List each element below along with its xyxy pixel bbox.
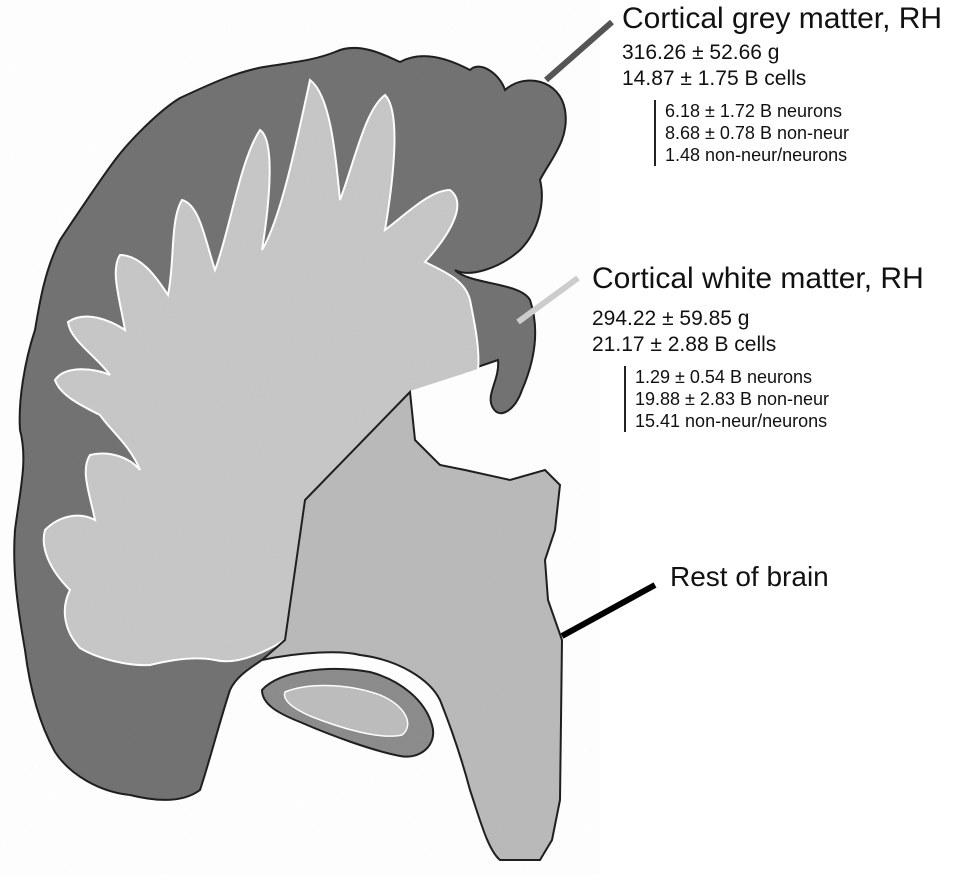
grey-matter-leader-line: [544, 19, 614, 83]
white-matter-neurons: 1.29 ± 0.54 B neurons: [635, 367, 813, 387]
grey-matter-details: 6.18 ± 1.72 B neurons 8.68 ± 0.78 B non-…: [654, 100, 942, 166]
grey-matter-mass: 316.26 ± 52.66 g: [622, 41, 780, 64]
grey-matter-neurons: 6.18 ± 1.72 B neurons: [665, 101, 843, 121]
grey-matter-title: Cortical grey matter, RH: [622, 2, 943, 35]
rest-of-brain-label: Rest of brain: [670, 560, 829, 594]
white-matter-non-neurons: 19.88 ± 2.83 B non-neur: [635, 389, 830, 409]
grey-matter-ratio: 1.48 non-neur/neurons: [665, 145, 848, 165]
white-matter-label: Cortical white matter, RH 294.22 ± 59.85…: [592, 262, 924, 432]
white-matter-ratio: 15.41 non-neur/neurons: [635, 411, 828, 431]
rest-of-brain-leader-line: [560, 582, 657, 639]
white-matter-mass: 294.22 ± 59.85 g: [592, 307, 750, 330]
white-matter-title: Cortical white matter, RH: [592, 262, 924, 295]
white-matter-leader-line: [516, 275, 580, 325]
grey-matter-cells: 14.87 ± 1.75 B cells: [622, 67, 807, 90]
grey-matter-non-neurons: 8.68 ± 0.78 B non-neur: [665, 123, 850, 143]
white-matter-cells: 21.17 ± 2.88 B cells: [592, 333, 777, 356]
rest-of-brain-title: Rest of brain: [670, 561, 829, 592]
tissue-texture: [0, 0, 600, 875]
grey-matter-label: Cortical grey matter, RH 316.26 ± 52.66 …: [622, 2, 942, 166]
white-matter-details: 1.29 ± 0.54 B neurons 19.88 ± 2.83 B non…: [624, 366, 924, 432]
